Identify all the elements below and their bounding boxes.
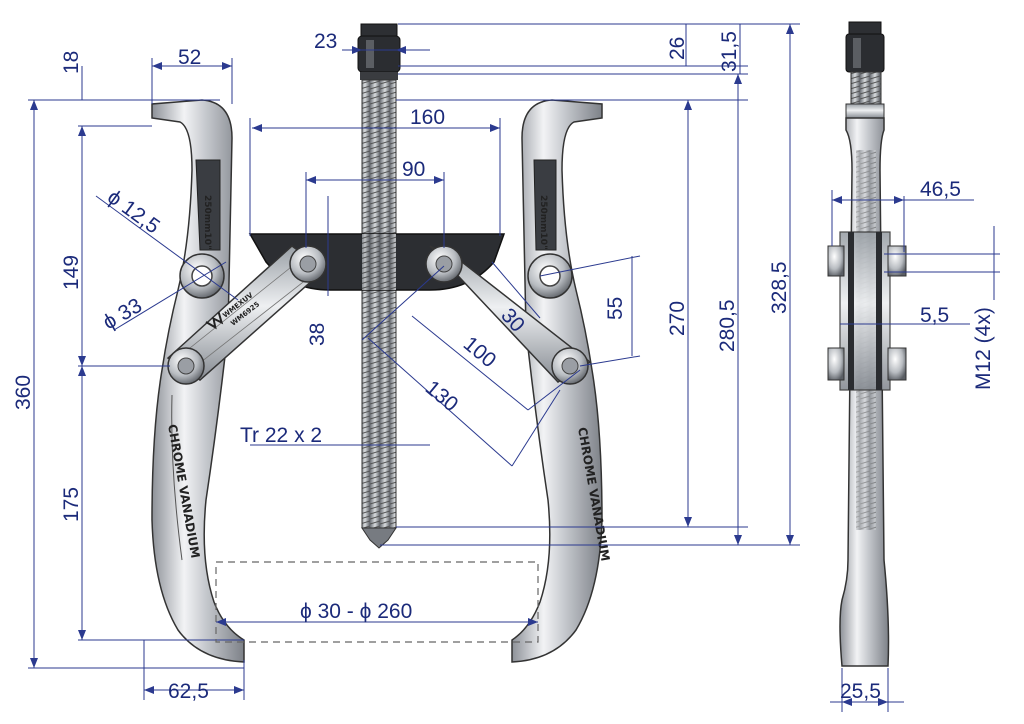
dim-55: 55 xyxy=(604,297,627,320)
dim-175: 175 xyxy=(60,487,83,522)
dim-90: 90 xyxy=(402,158,425,181)
dim-range: ϕ 30 - ϕ 260 xyxy=(300,600,412,623)
dim-46-5: 46,5 xyxy=(920,178,961,201)
left-jaw xyxy=(151,99,245,663)
spindle xyxy=(357,23,401,549)
dim-280-5: 280,5 xyxy=(716,299,739,352)
dim-5-5: 5,5 xyxy=(920,304,949,327)
side-view xyxy=(827,21,907,667)
dim-160: 160 xyxy=(410,106,445,129)
dim-23: 23 xyxy=(314,30,337,53)
dim-26: 26 xyxy=(666,37,689,60)
brand-logo-icon xyxy=(205,311,224,330)
dim-m12: M12 (4x) xyxy=(972,307,995,390)
dim-100: 100 xyxy=(459,332,501,372)
dim-25-5: 25,5 xyxy=(840,680,881,703)
dim-31-5: 31,5 xyxy=(718,31,741,72)
dim-130: 130 xyxy=(421,376,463,416)
dim-62-5: 62,5 xyxy=(168,680,209,703)
dim-phi-33: ϕ 33 xyxy=(99,294,146,334)
dim-360: 360 xyxy=(12,375,35,410)
dimension-lines xyxy=(28,23,1000,712)
dim-270: 270 xyxy=(666,301,689,336)
pivot-bolts xyxy=(167,245,589,385)
left-size-engraving: 250mm10" xyxy=(202,195,212,250)
dim-18: 18 xyxy=(60,51,83,74)
right-size-engraving: 250mm10" xyxy=(538,195,548,250)
dimension-arrows xyxy=(30,24,904,706)
dim-328-5: 328,5 xyxy=(768,261,791,314)
dim-phi-12-5: ϕ 12,5 xyxy=(103,185,164,238)
dim-149: 149 xyxy=(60,255,83,290)
dim-52: 52 xyxy=(178,46,201,69)
dim-thread: Tr 22 x 2 xyxy=(240,424,322,447)
dim-38: 38 xyxy=(306,323,329,346)
